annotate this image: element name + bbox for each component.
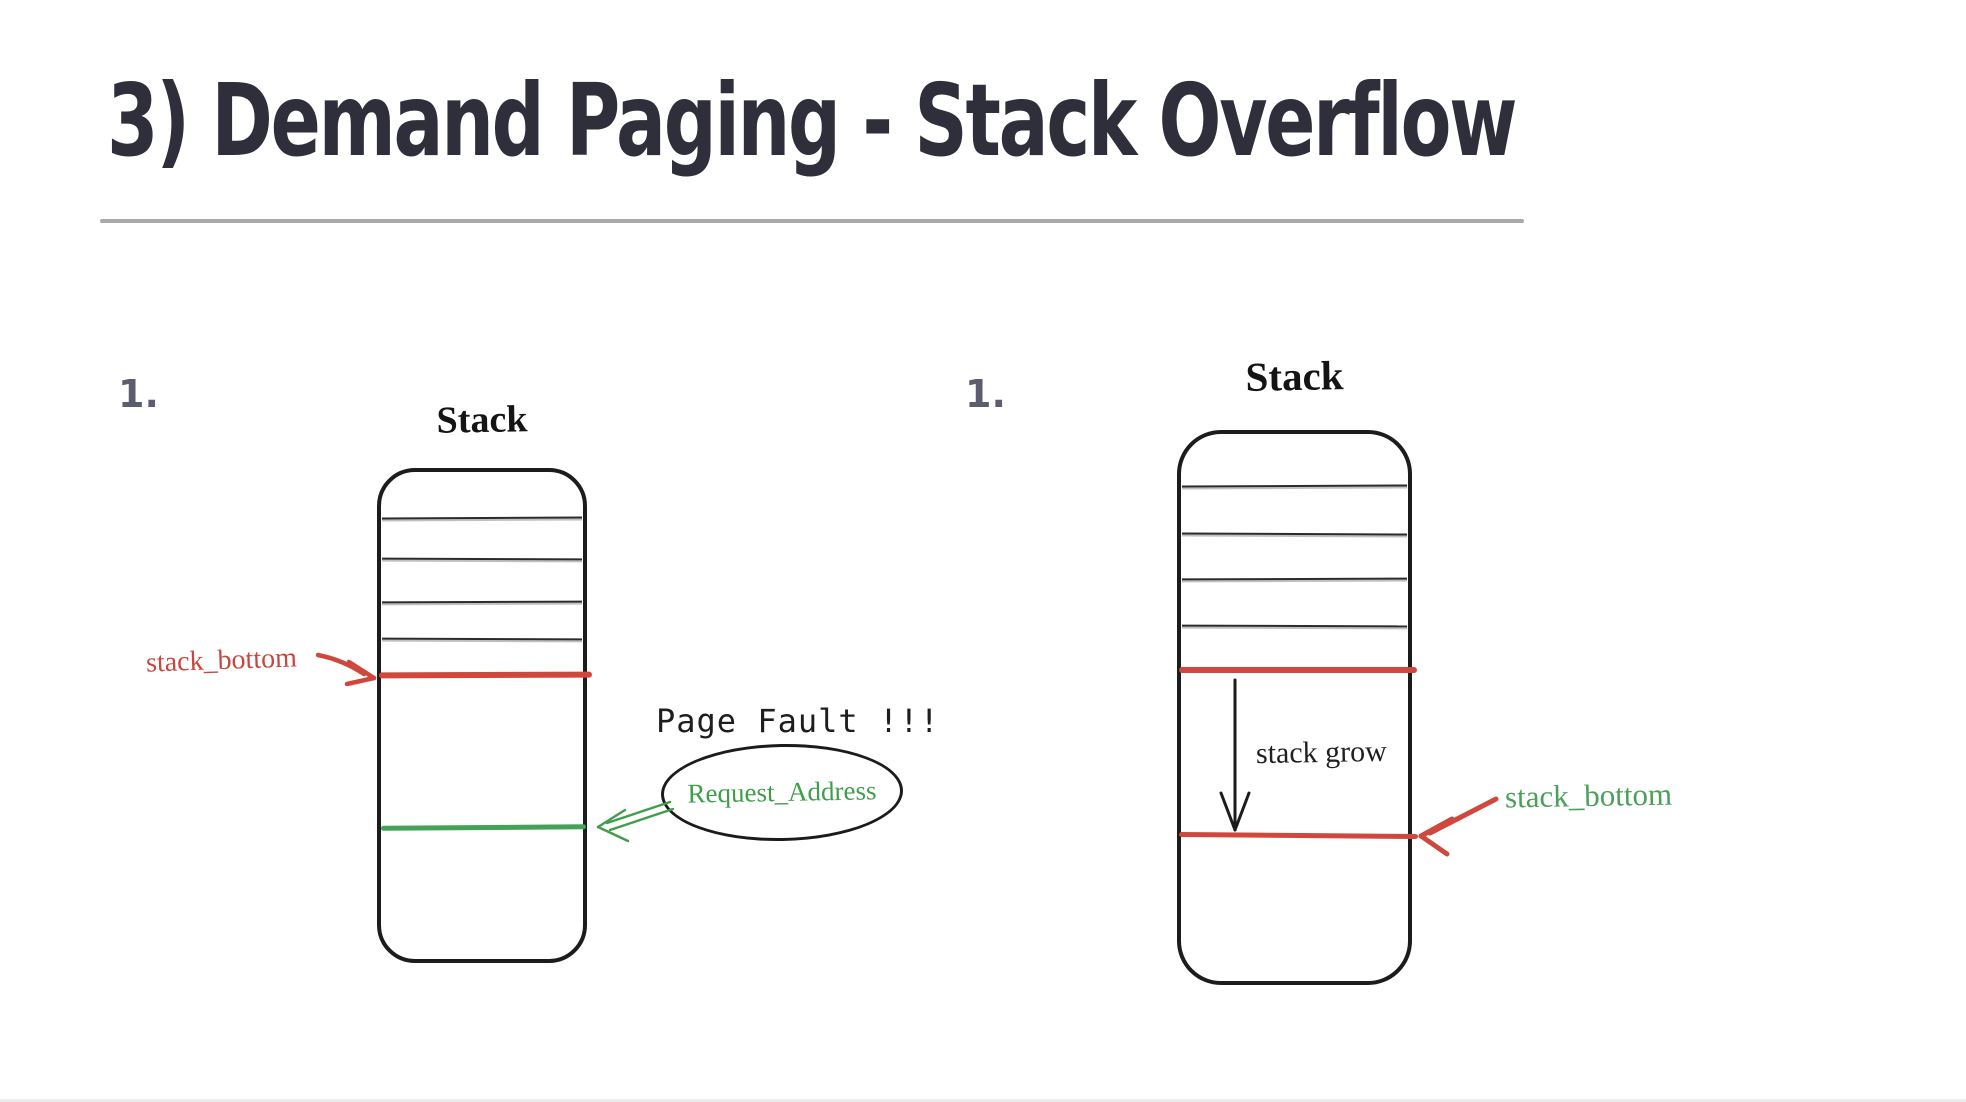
stack-cell-line <box>381 557 583 561</box>
stack-grow-label: stack grow <box>1255 734 1388 771</box>
left-stack-bottom-line <box>378 671 593 679</box>
stack-cell-line <box>381 637 583 641</box>
page-title: 3) Demand Paging - Stack Overflow <box>107 62 1518 179</box>
title-divider <box>100 219 1524 223</box>
request-address-ellipse: Request_Address <box>660 741 904 844</box>
right-step-label: 1. <box>965 372 1006 416</box>
left-stack-title: Stack <box>436 398 528 442</box>
left-stack-bottom-arrow <box>315 652 377 687</box>
right-stack-bottom-arrow <box>1418 796 1499 857</box>
right-stack-bottom-label: stack_bottom <box>1504 776 1673 815</box>
right-stack-box <box>1177 430 1419 985</box>
bottom-edge <box>0 1099 1966 1102</box>
page-fault-label: Page Fault !!! <box>656 702 940 740</box>
left-stack-bottom-label: stack_bottom <box>145 642 298 679</box>
stack-cell-line <box>1181 484 1408 488</box>
right-old-stack-bottom-line <box>1179 667 1417 673</box>
stack-cell-line <box>1181 624 1408 628</box>
stack-cell-line <box>381 516 583 520</box>
left-stack-box <box>377 468 593 963</box>
right-new-stack-bottom-line <box>1178 831 1419 840</box>
left-request-address-line <box>380 824 587 831</box>
left-step-label: 1. <box>118 372 159 416</box>
request-address-arrow <box>596 800 675 843</box>
stack-cell-line <box>381 600 583 604</box>
stack-cell-line <box>1181 577 1408 581</box>
right-stack-title: Stack <box>1245 352 1344 400</box>
request-address-label: Request_Address <box>687 775 877 809</box>
stack-cell-line <box>1181 532 1408 536</box>
